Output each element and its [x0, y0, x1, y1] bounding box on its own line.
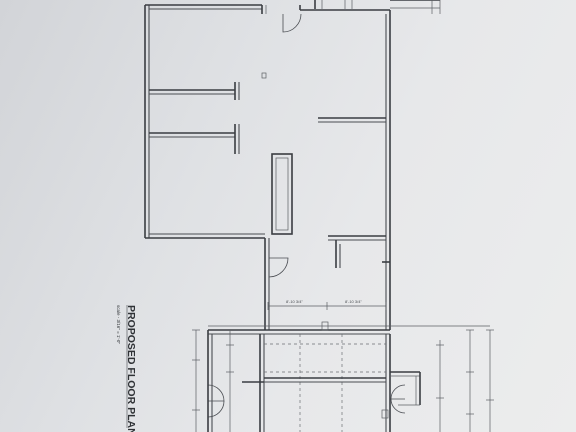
doors [207, 13, 406, 418]
exterior-walls [144, 4, 391, 330]
plan-scale: scale - 3/16" = 1'-0" [116, 305, 121, 344]
title-block: PROPOSED FLOOR PLAN scale - 3/16" = 1'-0… [116, 305, 137, 432]
bay-dimensions: 8'-10 3/4" 8'-10 3/4" [267, 299, 387, 310]
top-details [314, 0, 441, 14]
interior-walls [149, 72, 390, 268]
plan-title: PROPOSED FLOOR PLAN [125, 305, 137, 432]
bay-dimension-right: 8'-10 3/4" [345, 299, 362, 304]
bay-dimension-left: 8'-10 3/4" [286, 299, 303, 304]
lower-porch-area [192, 321, 494, 432]
